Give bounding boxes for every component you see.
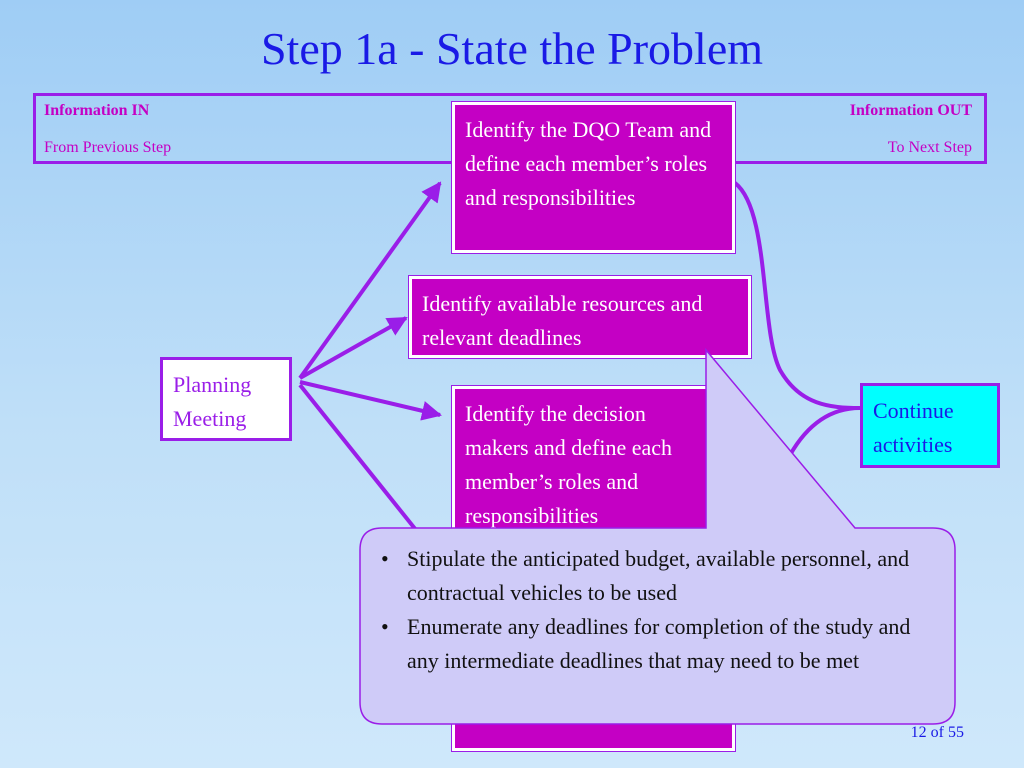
- callout-text: • Stipulate the anticipated budget, avai…: [373, 542, 943, 678]
- information-out-label: Information OUT: [849, 102, 972, 119]
- information-in-label: Information IN: [44, 102, 150, 119]
- page-number: 12 of 55: [910, 724, 964, 741]
- callout-bullet-2-text: Enumerate any deadlines for completion o…: [407, 614, 911, 673]
- bullet-symbol: •: [381, 546, 389, 571]
- planning-meeting-box: Planning Meeting: [160, 357, 292, 441]
- callout-bullet-1-text: Stipulate the anticipated budget, availa…: [407, 546, 910, 605]
- dqo-team-box: Identify the DQO Team and define each me…: [451, 101, 736, 254]
- page-title: Step 1a - State the Problem: [260, 23, 764, 74]
- decision-makers-text: Identify the decision makers and define …: [465, 401, 673, 528]
- arrow-to-decision-box: [299, 380, 442, 421]
- bullet-symbol: •: [381, 614, 389, 639]
- merge-line-top: [733, 181, 861, 410]
- resources-deadlines-box: Identify available resources and relevan…: [408, 275, 752, 359]
- arrow-to-resources-box: [299, 316, 408, 380]
- to-next-step-label: To Next Step: [887, 139, 972, 156]
- arrow-to-team-box: [298, 181, 442, 380]
- callout-bullet-2: • Enumerate any deadlines for completion…: [373, 610, 943, 678]
- continue-activities-box: Continue activities: [860, 383, 1000, 468]
- from-previous-step-label: From Previous Step: [44, 139, 172, 156]
- callout-bullet-1: • Stipulate the anticipated budget, avai…: [373, 542, 943, 610]
- merge-line-bottom: [788, 406, 861, 456]
